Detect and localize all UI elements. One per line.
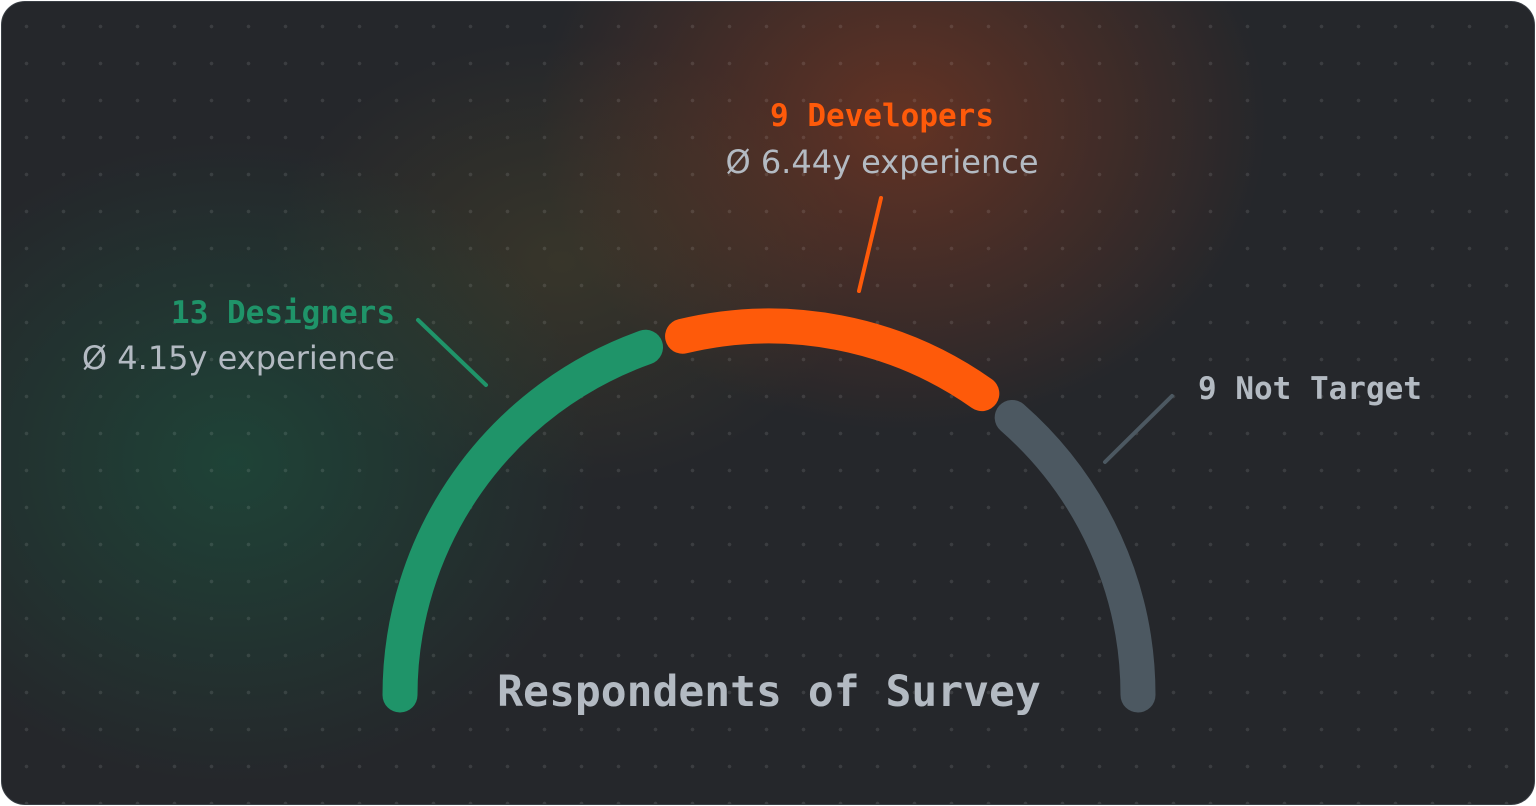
- designers-label: 13 Designers: [171, 295, 395, 331]
- chart-title: Respondents of Survey: [497, 667, 1041, 717]
- developers-leader-line: [857, 196, 883, 293]
- not-target-leader-line: [1103, 394, 1174, 464]
- leader-lines: [416, 196, 1174, 464]
- not-target-arc: [994, 399, 1156, 713]
- arc-segments: [382, 308, 1156, 713]
- developers-arc: [665, 308, 1000, 412]
- designers-experience: Ø 4.15y experience: [82, 339, 395, 377]
- not-target-label: 9 Not Target: [1198, 371, 1422, 407]
- developers-experience: Ø 6.44y experience: [725, 143, 1038, 181]
- designers-arc: [382, 329, 664, 713]
- developers-label: 9 Developers: [770, 98, 994, 134]
- designers-leader-line: [416, 318, 488, 387]
